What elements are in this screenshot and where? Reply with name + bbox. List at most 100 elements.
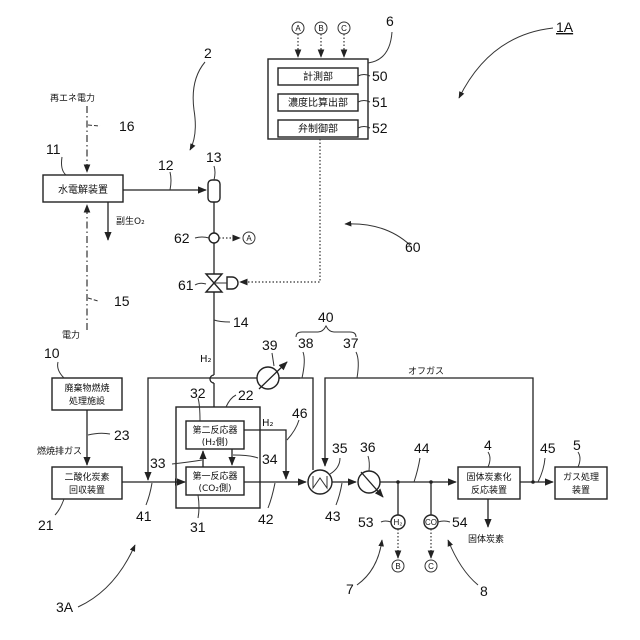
leader-10 bbox=[58, 362, 64, 378]
co2-recovery-label-2: 回収装置 bbox=[69, 484, 105, 496]
ref-61: 61 bbox=[178, 277, 194, 293]
leader-23 bbox=[88, 433, 110, 435]
ref-52: 52 bbox=[372, 120, 388, 136]
ref-23: 23 bbox=[114, 427, 130, 443]
ref-36: 36 bbox=[360, 439, 376, 455]
ref-43: 43 bbox=[325, 508, 341, 524]
ref-40: 40 bbox=[318, 309, 334, 325]
incinerator-label-1: 廃棄物燃焼 bbox=[64, 382, 109, 394]
input-label-a: A bbox=[295, 24, 301, 33]
ref-39: 39 bbox=[262, 337, 278, 353]
recycle-line-38 bbox=[279, 378, 313, 470]
ref-33: 33 bbox=[150, 455, 166, 471]
h2-bypass-label: H₂ bbox=[262, 418, 274, 429]
ref-32: 32 bbox=[190, 385, 206, 401]
valve-actuator bbox=[227, 277, 238, 289]
leader-4 bbox=[488, 452, 490, 467]
gas-treatment-label-2: 装置 bbox=[572, 484, 590, 496]
leader-15 bbox=[88, 298, 98, 301]
offgas-branch-point bbox=[531, 480, 535, 484]
block-label-ratio: 濃度比算出部 bbox=[288, 96, 348, 109]
ref-45: 45 bbox=[540, 440, 556, 456]
leader-61 bbox=[195, 283, 206, 285]
ref-7: 7 bbox=[346, 581, 354, 597]
ref-31: 31 bbox=[190, 519, 206, 535]
power-label: 電力 bbox=[62, 329, 80, 341]
ref-13: 13 bbox=[206, 149, 222, 165]
leader-5 bbox=[578, 452, 580, 467]
leader-45 bbox=[538, 458, 545, 482]
first-reactor-label-2: (CO₂側) bbox=[199, 482, 232, 494]
ref-6: 6 bbox=[386, 13, 394, 29]
co-sensor-label: CO bbox=[425, 518, 437, 527]
ref-14: 14 bbox=[233, 314, 249, 330]
leader-6 bbox=[368, 32, 392, 63]
leader-38 bbox=[302, 352, 304, 378]
subsystem-arrow-3a bbox=[78, 545, 135, 607]
first-reactor-label-1: 第一反応器 bbox=[192, 470, 237, 482]
ref-37: 37 bbox=[343, 335, 359, 351]
input-label-b: B bbox=[318, 24, 323, 33]
output-label-c: C bbox=[428, 562, 434, 571]
leader-12 bbox=[170, 172, 171, 190]
leader-36 bbox=[368, 456, 369, 471]
line-crossover bbox=[210, 375, 214, 383]
solid-carbon-label: 固体炭素 bbox=[468, 533, 504, 545]
ref-38: 38 bbox=[298, 335, 314, 351]
ref-34: 34 bbox=[262, 451, 278, 467]
detector-arrow-8 bbox=[448, 540, 478, 585]
ref-5: 5 bbox=[573, 437, 581, 453]
second-reactor-label-2: (H₂側) bbox=[202, 436, 228, 448]
leader-11 bbox=[62, 157, 67, 175]
second-reactor-label-1: 第二反応器 bbox=[192, 424, 237, 436]
leader-39 bbox=[272, 353, 274, 366]
solid-carbon-reactor-label-2: 反応装置 bbox=[471, 484, 507, 496]
ref-60: 60 bbox=[405, 239, 421, 255]
block-label-valve-control: 弁制御部 bbox=[298, 122, 338, 135]
ref-3a: 3A bbox=[56, 599, 74, 615]
ref-54: 54 bbox=[452, 514, 468, 530]
byproduct-o2-label: 副生O₂ bbox=[116, 215, 145, 227]
leader-62 bbox=[195, 237, 209, 238]
output-label-a: A bbox=[246, 234, 252, 243]
ref-51: 51 bbox=[372, 94, 388, 110]
ref-1a: 1A bbox=[556, 19, 574, 35]
ref-11: 11 bbox=[46, 141, 61, 157]
ref-46: 46 bbox=[292, 405, 308, 421]
gas-treatment-label-1: ガス処理 bbox=[563, 471, 599, 483]
ref-41: 41 bbox=[136, 508, 152, 524]
output-label-b: B bbox=[395, 562, 400, 571]
blower bbox=[257, 367, 279, 389]
leader-42 bbox=[268, 483, 275, 508]
leader-53 bbox=[381, 521, 391, 522]
ref-22: 22 bbox=[238, 387, 254, 403]
ref-53: 53 bbox=[358, 514, 374, 530]
ref-44: 44 bbox=[414, 440, 430, 456]
leader-22 bbox=[226, 395, 236, 407]
ref-4: 4 bbox=[484, 437, 492, 453]
leader-13 bbox=[214, 166, 215, 180]
subsystem-arrow-2 bbox=[190, 62, 205, 150]
block-label-measurement: 計測部 bbox=[303, 70, 333, 83]
ref-16: 16 bbox=[119, 118, 135, 134]
ref-12: 12 bbox=[158, 157, 174, 173]
leader-41 bbox=[146, 483, 152, 505]
system-arrow-1a bbox=[459, 28, 553, 98]
leader-44 bbox=[414, 458, 420, 482]
ref-21: 21 bbox=[38, 517, 54, 533]
leader-54 bbox=[438, 521, 450, 522]
solid-carbon-reactor-label-1: 固体炭素化 bbox=[466, 471, 511, 483]
leader-43 bbox=[336, 483, 342, 505]
offgas-label: オフガス bbox=[408, 366, 444, 377]
leader-35 bbox=[330, 458, 340, 474]
ref-10: 10 bbox=[44, 345, 60, 361]
detector-arrow-7 bbox=[357, 540, 382, 585]
ref-2: 2 bbox=[204, 45, 212, 61]
leader-37 bbox=[356, 352, 358, 378]
renewable-power-label: 再エネ電力 bbox=[50, 92, 95, 104]
control-arrow-60 bbox=[345, 224, 410, 245]
leader-46 bbox=[287, 420, 299, 440]
valve-control-signal bbox=[240, 139, 320, 282]
ref-35-label: 35 bbox=[332, 440, 348, 456]
